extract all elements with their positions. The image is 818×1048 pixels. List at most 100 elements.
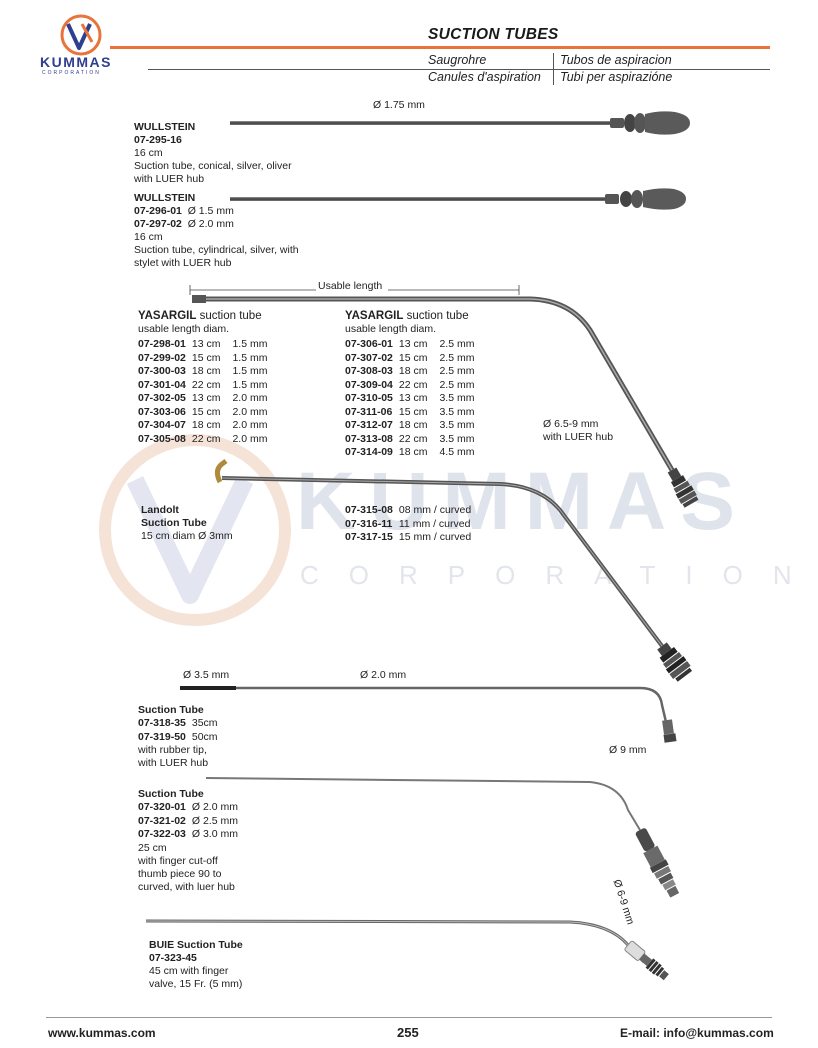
landolt-desc: 15 mm / curved	[398, 531, 472, 543]
buie-suction-tube	[145, 919, 669, 981]
yasargil-right-len: 18 cm	[398, 365, 428, 377]
yasargil-left-diam: 1.5 mm	[232, 338, 268, 350]
landolt-block: Landolt Suction Tube 15 cm diam Ø 3mm	[141, 504, 233, 543]
subtitle-spanish: Tubos de aspiracion	[560, 53, 672, 67]
suction-rubber-desc: 35cm	[191, 717, 218, 729]
rubber-tube-shaft-diameter: Ø 2.0 mm	[360, 669, 407, 681]
landolt-code: 07-317-15	[345, 531, 393, 543]
watermark-text: KUMMAS	[296, 456, 749, 547]
landolt-row: 07-316-11 11 mm / curved	[345, 518, 483, 532]
landolt-table: 07-315-08 08 mm / curved 07-316-11 11 mm / …	[345, 504, 483, 545]
header-orange-rule	[110, 46, 770, 49]
yasargil-left-diam: 2.0 mm	[232, 432, 268, 445]
yasargil-left-code: 07-299-02	[138, 351, 186, 364]
wullstein2-length: 16 cm	[134, 231, 163, 243]
landolt-desc: 11 mm / curved	[398, 517, 471, 530]
suction-finger-desc-line2: thumb piece 90 to	[138, 867, 222, 880]
yasargil-left-diam: 2.0 mm	[232, 405, 268, 418]
wullstein2-desc-line2: stylet with LUER hub	[134, 257, 232, 269]
wullstein1-name: WULLSTEIN	[134, 121, 196, 133]
footer-email-link[interactable]: E-mail: info@kummas.com	[620, 1026, 774, 1040]
suction-tube-finger-cutoff	[205, 777, 680, 898]
watermark-emblem-icon	[99, 434, 291, 626]
yasargil-left-code: 07-298-01	[138, 338, 186, 350]
wullstein2-code: 07-297-02	[134, 218, 182, 230]
landolt-suction-tube	[214, 459, 693, 682]
yasargil-name: YASARGIL	[345, 310, 404, 322]
yasargil-right-diam: 2.5 mm	[439, 378, 475, 391]
yasargil-right-len: 15 cm	[398, 351, 428, 364]
yasargil-right-len: 18 cm	[398, 446, 428, 458]
kummas-emblem-icon	[60, 14, 102, 56]
landolt-row: 07-315-08 08 mm / curved	[345, 504, 483, 518]
brand-name: KUMMAS	[40, 54, 112, 70]
rubber-tube-hub-diameter: Ø 9 mm	[609, 744, 647, 756]
yasargil-left-diam: 2.0 mm	[232, 419, 268, 431]
yasargil-suction-tube	[192, 295, 699, 508]
suction-rubber-desc-line2: with LUER hub	[138, 757, 209, 769]
yasargil-left-len: 18 cm	[191, 365, 221, 377]
wullstein1-desc-line2: with LUER hub	[134, 173, 205, 185]
yasargil-left-len: 18 cm	[191, 419, 221, 431]
footer-page-number: 255	[397, 1025, 419, 1040]
landolt-desc: 08 mm / curved	[398, 504, 472, 516]
wullstein-conical-tube	[230, 111, 690, 135]
yasargil-hub-diameter: Ø 6.5-9 mm	[543, 418, 599, 430]
landolt-spec: 15 cm diam Ø 3mm	[141, 530, 233, 542]
landolt-codes: 07-315-08 08 mm / curved 07-316-11 11 mm / …	[345, 504, 483, 545]
suction-finger-length: 25 cm	[138, 841, 167, 854]
landolt-code: 07-315-08	[345, 504, 393, 516]
wullstein2-code-row: 07-296-01 Ø 1.5 mm	[134, 205, 299, 218]
yasargil-left-row: 07-300-03 18 cm 1.5 mm	[138, 365, 267, 379]
yasargil-right-len: 13 cm	[398, 392, 428, 404]
yasargil-right-code: 07-308-03	[345, 365, 393, 377]
yasargil-left-len: 22 cm	[191, 432, 221, 445]
yasargil-left-row: 07-305-08 22 cm 2.0 mm	[138, 433, 267, 447]
yasargil-left-row: 07-304-07 18 cm 2.0 mm	[138, 419, 267, 433]
yasargil-left-code: 07-304-07	[138, 419, 186, 431]
yasargil-left-len: 22 cm	[191, 378, 221, 391]
suction-finger-code: 07-321-02	[138, 814, 186, 827]
landolt-code: 07-316-11	[345, 517, 393, 530]
yasargil-heading-suffix: suction tube	[196, 310, 262, 322]
yasargil-left-code: 07-303-06	[138, 405, 186, 418]
yasargil-right-len: 13 cm	[398, 338, 428, 350]
yasargil-right-len: 22 cm	[398, 432, 428, 445]
usable-length-label: Usable length	[318, 280, 383, 292]
landolt-name: Landolt	[141, 504, 179, 516]
wullstein2-size: Ø 2.0 mm	[187, 218, 234, 230]
footer-website-link[interactable]: www.kummas.com	[48, 1026, 156, 1040]
yasargil-left-len: 13 cm	[191, 338, 221, 350]
watermark-tagline: CORPORATION	[300, 560, 818, 590]
suction-rubber-code: 07-318-35	[138, 717, 186, 729]
yasargil-left-block: YASARGIL suction tube usable length diam…	[138, 310, 267, 446]
yasargil-left-code: 07-300-03	[138, 365, 186, 377]
brand-logo: KUMMAS CORPORATION	[40, 12, 116, 76]
suction-rubber-desc: 50cm	[191, 730, 218, 743]
yasargil-name: YASARGIL	[138, 310, 197, 322]
yasargil-right-code: 07-309-04	[345, 378, 393, 391]
wullstein1-desc-line1: Suction tube, conical, silver, oliver	[134, 160, 292, 172]
yasargil-right-code: 07-306-01	[345, 338, 393, 350]
yasargil-right-code: 07-312-07	[345, 419, 393, 431]
suction-finger-code: 07-320-01	[138, 801, 186, 813]
yasargil-left-diam: 1.5 mm	[232, 365, 268, 377]
buie-code: 07-323-45	[149, 952, 197, 964]
yasargil-right-len: 15 cm	[398, 405, 428, 418]
wullstein1-diameter: Ø 1.75 mm	[373, 99, 425, 111]
landolt-name-line2: Suction Tube	[141, 517, 207, 529]
yasargil-left-diam: 1.5 mm	[232, 378, 268, 391]
yasargil-right-diam: 3.5 mm	[439, 392, 475, 404]
yasargil-left-code: 07-305-08	[138, 432, 186, 445]
yasargil-left-code: 07-301-04	[138, 378, 186, 391]
